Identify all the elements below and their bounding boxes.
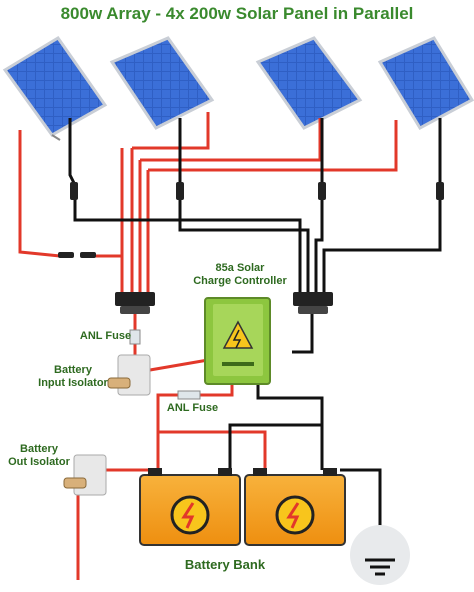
anl-fuse-top-label: ANL Fuse [79, 330, 132, 342]
lightning-icon [275, 495, 315, 535]
battery-out-isolator-label: Battery Out Isolator [8, 443, 70, 468]
connector-icon [58, 182, 444, 314]
battery-input-isolator-label: Battery Input Isolator [38, 364, 108, 389]
battery-bank-label: Battery Bank [184, 557, 266, 572]
solar-panel-4-icon [377, 36, 474, 130]
solar-panel-1-icon [2, 35, 108, 141]
isolator-switch-icon [63, 354, 151, 496]
ground-icon [350, 525, 410, 585]
lightning-icon [170, 495, 210, 535]
controller-label: 85a Solar Charge Controller [193, 262, 287, 287]
diagram-title: 800w Array - 4x 200w Solar Panel in Para… [60, 4, 414, 23]
battery-1 [139, 468, 241, 546]
anl-fuse-bottom-label: ANL Fuse [166, 402, 219, 414]
charge-controller [204, 297, 271, 385]
lightning-icon [222, 320, 254, 349]
fuse-icon [129, 329, 201, 400]
solar-panel-2-icon [109, 36, 215, 130]
battery-2 [244, 468, 346, 546]
solar-panel-3-icon [255, 36, 363, 130]
